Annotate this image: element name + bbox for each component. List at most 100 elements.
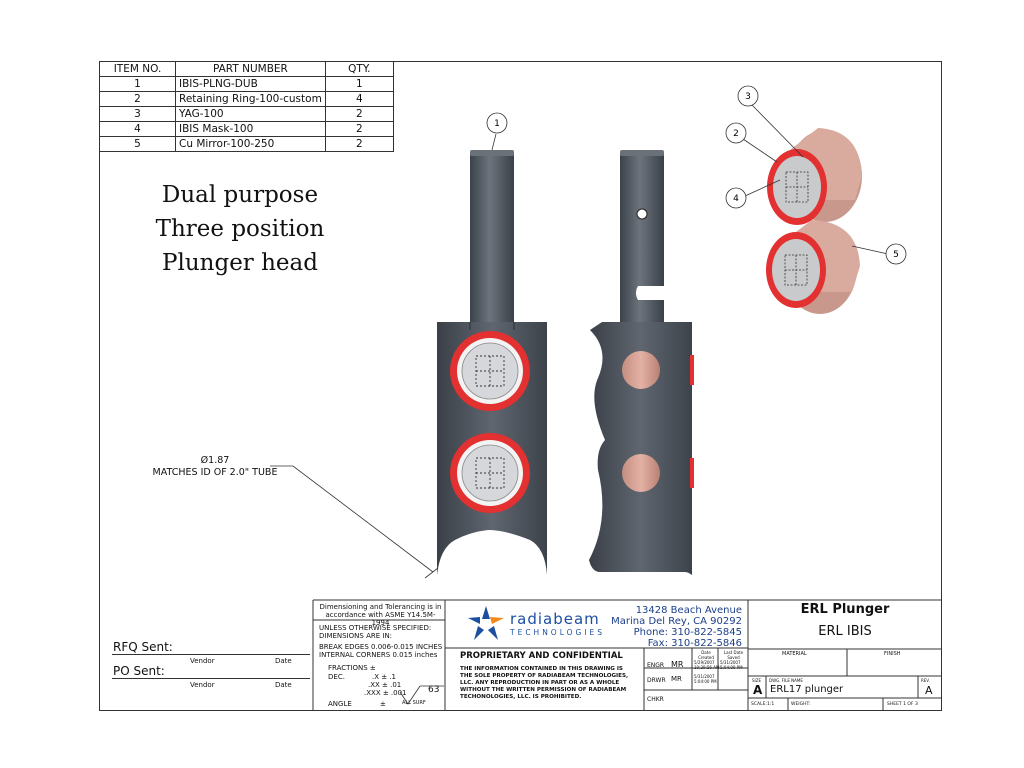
po-label: PO Sent: [113,664,165,678]
fax: Fax: 310-822-5846 [647,638,742,649]
bom-row: 5 Cu Mirror-100-250 2 [99,136,394,152]
tolerance-fractions: FRACTIONS ± [328,664,376,672]
proprietary-line: WITHOUT THE WRITTEN PERMISSION OF RADIAB… [460,687,627,693]
last-saved-caption: Last Date Saved [723,650,744,660]
time-value: 10:29:56 AM [694,665,720,670]
balloon-5 [885,243,907,265]
tolerance-line: INTERNAL CORNERS 0.015 inches [319,651,438,659]
drwr-label: DRWR [647,677,666,684]
drawing-subtitle: ERL IBIS [818,624,872,639]
bom-row: 1 IBIS-PLNG-DUB 1 [99,76,394,92]
company-address: 13428 Beach Avenue Marina Del Rey, CA 90… [610,605,742,649]
bom-item: 5 [99,136,176,152]
po-line [112,678,310,679]
ring-edge [690,458,694,488]
rfq-label: RFQ Sent: [113,640,173,654]
proprietary-line: LLC. ANY REPRODUCTION IN PART OR AS A WH… [460,680,620,686]
tolerance-spec: UNLESS OTHERWISE SPECIFIED: DIMENSIONS A… [319,624,442,659]
date-value: 5/31/2007 [694,674,715,679]
bom-row: 4 IBIS Mask-100 2 [99,121,394,137]
material-label: MATERIAL [782,651,807,657]
proprietary-line: TECHONOLOGIES, LLC. IS PROHIBITED. [460,694,582,700]
rev-value: A [925,684,933,697]
balloon-label: 3 [745,92,751,102]
surface-finish-caption: ALL SURF [402,700,426,706]
engr-label: ENGR [647,662,665,669]
asme-line: accordance with ASME Y14.5M-1994 [325,611,436,627]
engr-last-saved: 5/31/2007 5:04:00 PM [720,660,743,670]
bom-qty: 2 [324,136,394,152]
balloon-2 [725,122,747,144]
surface-finish-value: 63 [428,685,440,695]
slot [636,286,666,300]
time-value: 5:04:00 PM [720,665,743,670]
address-line: 13428 Beach Avenue [635,605,742,616]
balloon-label: 2 [733,129,739,139]
drawing-border [99,61,942,711]
company-tagline: TECHNOLOGIES [510,628,606,637]
rfq-date-caption: Date [275,657,292,665]
mask-window-top [450,331,530,411]
drwr-date: 5/31/2007 5:04:00 PM [694,674,717,684]
balloon-1 [486,112,508,134]
radiabeam-logo-icon [468,606,504,640]
dimension-note: MATCHES ID OF 2.0" TUBE [152,467,278,478]
date-created-caption: Date Created [698,650,714,660]
file-name-label: DWG. FILE NAME [769,678,803,683]
plunger-front-view [437,112,547,575]
finish-label: FINISH [884,651,901,657]
weight: WEIGHT: [791,702,811,707]
rfq-line [112,654,310,655]
tolerance-line: BREAK EDGES 0.006-0.015 INCHES [319,643,443,651]
tolerance-dec: DEC. [328,673,345,681]
po-date-caption: Date [275,681,292,689]
asme-note: Dimensioning and Tolerancing is in accor… [318,603,443,627]
tolerance-xx: .XX ± .01 [368,681,402,689]
tolerance-line: UNLESS OTHERWISE SPECIFIED: [319,624,432,632]
rev-label: REV. [921,678,930,683]
pin-hole [636,208,648,220]
exploded-assembly-view [725,85,907,314]
note-line: Three position [155,216,325,242]
shaft [470,154,514,322]
size-label: SIZE [752,678,761,683]
balloon-4 [725,187,747,209]
balloon-3 [737,85,759,107]
proprietary-line: THE INFORMATION CONTAINED IN THIS DRAWIN… [460,666,623,672]
proprietary-text: THE INFORMATION CONTAINED IN THIS DRAWIN… [460,666,628,701]
engr-date-created: 5/29/2007 10:29:56 AM [694,660,719,670]
balloon-label: 1 [494,119,500,129]
balloon-label: 4 [733,194,739,204]
tolerance-angle-pm: ± [380,700,386,708]
balloon-label: 5 [893,250,899,260]
note-line: Dual purpose [161,182,319,208]
asme-line: Dimensioning and Tolerancing is in [319,603,442,611]
bom-part: IBIS-PLNG-DUB [175,76,326,92]
file-name: ERL17 plunger [770,684,844,695]
mask-window-bottom [450,433,530,513]
date-value: 5/29/2007 [694,660,715,665]
cu-mirror [622,454,660,492]
time-value: 5:04:00 PM [694,679,717,684]
ring-edge [690,355,694,385]
sheet-number: SHEET 1 OF 3 [887,702,918,707]
bom-header-part: PART NUMBER [175,61,326,77]
bom-part: Cu Mirror-100-250 [175,136,326,152]
shaft-tip [620,150,664,156]
dimension-leader [270,465,439,579]
phone: Phone: 310-822-5845 [633,627,742,638]
bom-part: Retaining Ring-100-custom [175,91,326,107]
bom-header-row: ITEM NO. PART NUMBER QTY. [99,61,394,77]
plunger-side-view [589,150,694,575]
address-line: Marina Del Rey, CA 90292 [611,616,742,627]
engr-initials: MR [671,660,684,669]
proprietary-title: PROPRIETARY AND CONFIDENTIAL [460,651,623,661]
dimension-callout: Ø1.87 MATCHES ID OF 2.0" TUBE [150,455,280,479]
company-name: radiabeam [510,610,600,628]
cu-mirror [622,351,660,389]
drawing-title: ERL Plunger [800,602,890,617]
tolerance-angle: ANGLE [328,700,352,708]
tolerance-xxx: .XXX ± .001 [364,689,407,697]
size-value: A [753,683,763,697]
